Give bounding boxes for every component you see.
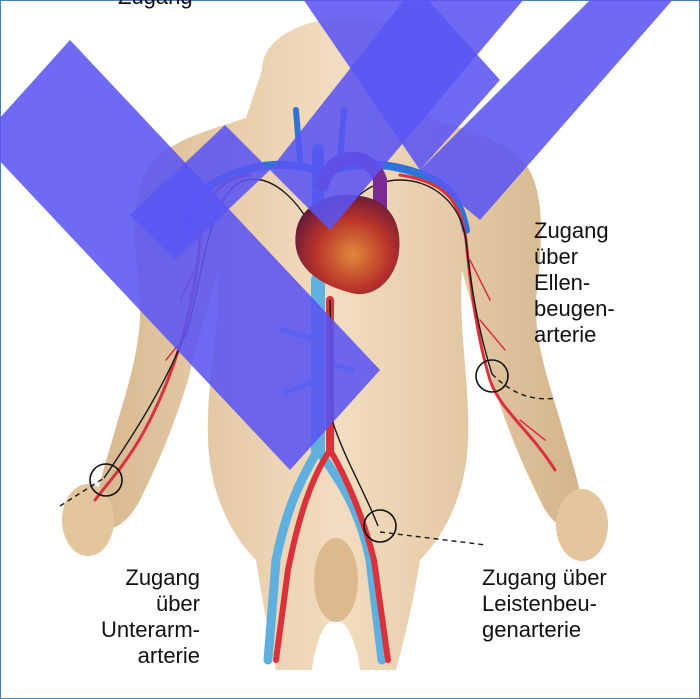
label-top-partial: Zugang	[118, 0, 193, 10]
genital-region	[314, 538, 358, 622]
label-groin-access: Zugang über Leistenbeu- genarterie	[482, 565, 607, 643]
label-forearm-access: Zugang über Unterarm- arterie	[62, 565, 200, 669]
right-hand	[556, 489, 608, 561]
label-elbow-access: Zugang über Ellen- beugen- arterie	[534, 218, 615, 348]
left-hand	[62, 484, 114, 556]
